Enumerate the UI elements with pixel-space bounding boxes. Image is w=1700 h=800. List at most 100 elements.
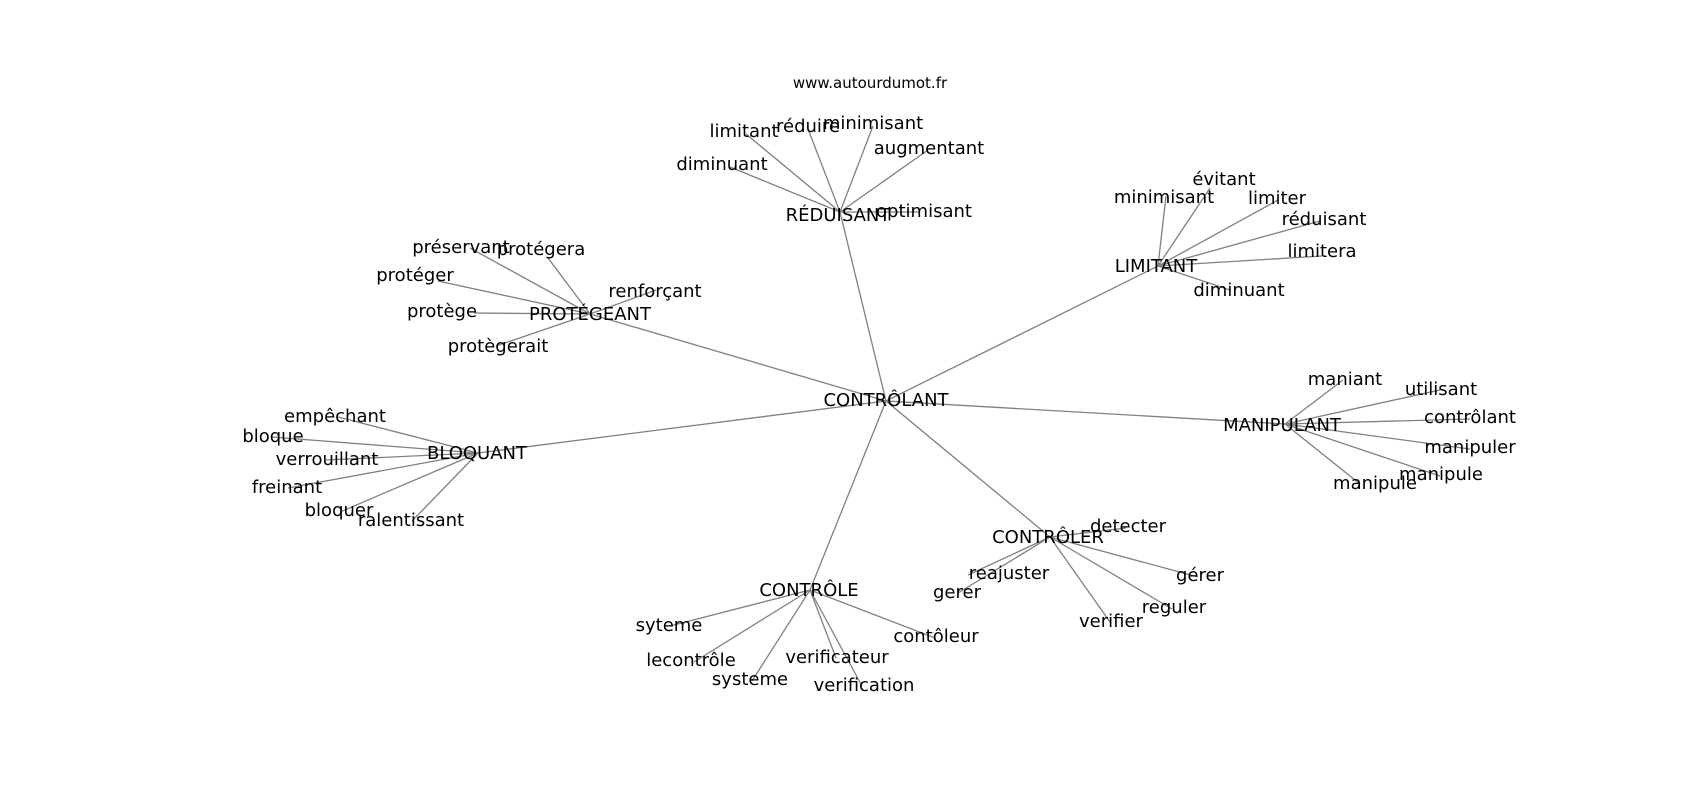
leaf-node: systeme [712, 669, 788, 690]
edge-manipulant-leaf-2 [1284, 418, 1471, 425]
leaf-node: limitant [709, 121, 778, 142]
leaf-node: ralentissant [358, 510, 464, 531]
edge-reduisant-leaf-0 [745, 133, 841, 213]
edge-controle-leaf-3 [809, 589, 837, 659]
leaf-node: contôleur [893, 626, 979, 647]
edge-reduisant-leaf-3 [839, 149, 929, 213]
edge-limitant-leaf-1 [1157, 187, 1211, 267]
leaf-node: freinant [252, 477, 322, 498]
leaf-node: évitant [1192, 169, 1255, 190]
edge-reduisant-leaf-4 [729, 166, 841, 213]
edge-bloquant-leaf-3 [287, 452, 479, 489]
root-node-label: CONTRÔLANT [823, 389, 949, 411]
edge-controler-leaf-0 [1049, 527, 1127, 538]
site-watermark: www.autourdumot.fr [793, 74, 948, 92]
edge-manipulant-leaf-5 [1284, 423, 1361, 485]
leaf-node: maniant [1308, 369, 1382, 390]
cluster-node-manipulant: MANIPULANT [1223, 415, 1342, 436]
leaf-node: protègerait [448, 336, 549, 357]
edge-root-limitant [885, 265, 1159, 402]
leaf-node: empêchant [284, 406, 386, 427]
edge-root-protegeant [589, 313, 887, 402]
edge-bloquant-leaf-1 [271, 436, 479, 454]
leaf-node: gérer [1176, 565, 1225, 586]
edge-controle-leaf-0 [669, 589, 811, 627]
edge-controler-leaf-3 [957, 536, 1051, 594]
cluster-node-controle: CONTRÔLE [759, 579, 858, 601]
edge-controle-leaf-4 [751, 589, 811, 682]
leaf-node: manipule [1399, 464, 1483, 485]
edge-limitant-leaf-5 [1157, 265, 1231, 291]
leaf-node: bloquer [305, 500, 374, 521]
cluster-node-reduisant: RÉDUISANT [786, 204, 892, 226]
edge-manipulant-leaf-0 [1284, 379, 1344, 425]
edge-limitant-leaf-4 [1157, 255, 1323, 267]
graph-labels: www.autourdumot.fr CONTRÔLANT RÉDUISANT … [242, 74, 1516, 696]
edge-bloquant-leaf-4 [339, 452, 479, 513]
edge-protegeant-leaf-3 [589, 289, 657, 315]
leaf-node: manipule [1333, 473, 1417, 494]
leaf-node: protégera [497, 239, 586, 260]
leaf-node: diminuant [676, 154, 767, 175]
leaf-node: protéger [376, 265, 454, 286]
leaf-node: limiter [1248, 188, 1307, 209]
leaf-node: verification [814, 675, 915, 696]
graph-edges [271, 125, 1471, 687]
edge-limitant-leaf-2 [1157, 199, 1279, 267]
edge-reduisant-leaf-2 [839, 125, 874, 213]
edge-manipulant-leaf-3 [1284, 423, 1471, 450]
edge-controle-leaf-5 [809, 589, 863, 687]
edge-bloquant-leaf-5 [411, 452, 479, 522]
edge-root-bloquant [477, 400, 887, 454]
edge-protegeant-leaf-0 [469, 247, 591, 315]
edge-controler-leaf-5 [1049, 536, 1111, 623]
edge-controle-leaf-1 [809, 589, 936, 639]
edge-bloquant-leaf-0 [337, 416, 479, 454]
leaf-node: verificateur [785, 647, 889, 668]
cluster-node-protegeant: PROTÉGEANT [529, 303, 652, 325]
edge-manipulant-leaf-4 [1284, 423, 1441, 477]
leaf-node: minimisant [823, 113, 923, 134]
leaf-node: diminuant [1193, 280, 1284, 301]
edge-root-controle [809, 400, 887, 591]
leaf-node: utilisant [1405, 379, 1477, 400]
edge-protegeant-leaf-2 [437, 280, 591, 315]
leaf-node: protège [407, 301, 477, 322]
leaf-node: minimisant [1114, 187, 1214, 208]
leaf-node: réduire [776, 116, 840, 137]
leaf-node: verifier [1079, 611, 1144, 632]
leaf-node: manipuler [1424, 437, 1516, 458]
cluster-node-controler: CONTRÔLER [992, 526, 1104, 548]
edge-reduisant-leaf-1 [807, 128, 841, 213]
edge-controler-leaf-4 [1049, 536, 1173, 610]
leaf-node: syteme [636, 615, 703, 636]
leaf-node: optimisant [876, 201, 972, 222]
leaf-node: bloque [242, 426, 303, 447]
edge-limitant-leaf-3 [1157, 220, 1321, 267]
leaf-node: préservant [412, 237, 510, 258]
edge-protegeant-leaf-5 [495, 313, 591, 347]
leaf-node: augmentant [874, 138, 984, 159]
leaf-node: verrouillant [276, 449, 379, 470]
leaf-node: detecter [1090, 516, 1167, 537]
edge-bloquant-leaf-2 [325, 452, 479, 461]
leaf-node: contrôlant [1424, 407, 1516, 428]
leaf-node: renforçant [608, 281, 701, 302]
cluster-node-bloquant: BLOQUANT [427, 443, 528, 464]
edge-controler-leaf-2 [1049, 536, 1199, 578]
edge-limitant-leaf-0 [1157, 195, 1167, 267]
leaf-node: gerer [933, 582, 982, 603]
edge-controler-leaf-1 [967, 536, 1051, 576]
leaf-node: reguler [1142, 597, 1207, 618]
edge-manipulant-leaf-1 [1284, 389, 1441, 425]
edge-root-controler [885, 400, 1051, 538]
edge-controle-leaf-2 [693, 589, 811, 663]
edge-protegeant-leaf-4 [473, 312, 591, 315]
leaf-node: reajuster [969, 563, 1050, 584]
leaf-node: limitera [1287, 241, 1356, 262]
edge-root-reduisant [839, 211, 887, 402]
leaf-node: réduisant [1282, 209, 1367, 230]
edge-protegeant-leaf-1 [547, 257, 591, 315]
edge-root-manipulant [885, 400, 1286, 425]
